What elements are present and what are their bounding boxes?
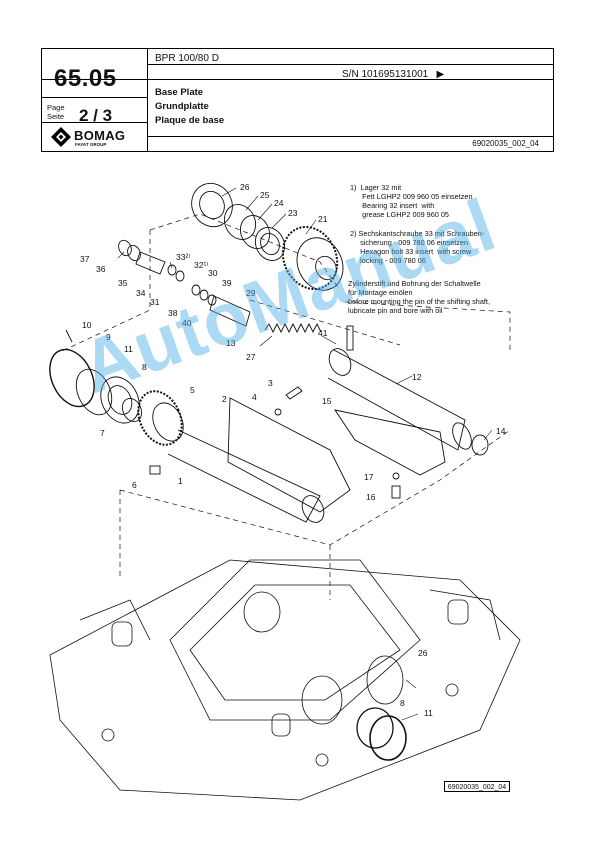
callout-29: 29 (246, 288, 256, 298)
leader-lines (117, 187, 493, 721)
bomag-logo: BOMAG FAYAT GROUP (50, 126, 140, 148)
callout-13: 13 (226, 338, 236, 348)
callout-8-lower: 8 (400, 698, 405, 708)
header-rule (147, 136, 553, 137)
callout-17: 17 (364, 472, 374, 482)
note-2-en: Hexagon bolt 33 insert with screw lockin… (360, 247, 472, 265)
plate-2 (227, 397, 351, 513)
washer-4 (274, 408, 282, 416)
base-plate-housing (49, 559, 521, 801)
callout-3: 3 (268, 378, 273, 388)
callout-30: 30 (208, 268, 218, 278)
callout-38: 38 (168, 308, 178, 318)
pin-41 (346, 325, 354, 351)
title-en: Base Plate (155, 87, 204, 98)
washer-17 (392, 472, 400, 480)
header-divider (147, 49, 148, 151)
callout-32: 32¹⁾ (194, 260, 208, 270)
callout-4: 4 (252, 392, 257, 402)
shift-shaft-12 (327, 348, 489, 456)
page-number: 2 / 3 (79, 106, 113, 125)
callout-10: 10 (82, 320, 92, 330)
callout-34: 34 (136, 288, 146, 298)
callout-33: 33²⁾ (176, 252, 190, 262)
group-number: 65.05 (54, 65, 117, 92)
callout-24: 24 (274, 198, 284, 208)
callout-31: 31 (150, 297, 160, 307)
key-6 (149, 465, 161, 475)
callout-37: 37 (80, 254, 90, 264)
assembly-dashed-outline (59, 213, 511, 600)
header-rule (42, 79, 553, 80)
callout-26-lower: 26 (418, 648, 428, 658)
bearing-group-left (49, 348, 143, 424)
page-label-en: Page (47, 103, 65, 112)
callout-21: 21 (318, 214, 328, 224)
callout-11: 11 (124, 344, 133, 354)
callout-8: 8 (142, 362, 147, 372)
logo-subtext: FAYAT GROUP (75, 142, 107, 147)
callout-16: 16 (366, 492, 376, 502)
callout-labels: 26 25 24 23 21 37 36 35 33²⁾ 32¹⁾ 34 30 … (80, 182, 506, 718)
header-rule (42, 122, 147, 123)
header-block: BPR 100/80 D S/N 101695131001 ▶ 65.05 Pa… (41, 48, 554, 152)
callout-6: 6 (132, 480, 137, 490)
serial-number: S/N 101695131001 ▶ (342, 69, 445, 80)
callout-35: 35 (118, 278, 128, 288)
callout-5: 5 (190, 385, 195, 395)
callout-36: 36 (96, 264, 106, 274)
callout-9: 9 (106, 332, 111, 342)
callout-2: 2 (222, 394, 227, 404)
gear-5 (137, 390, 184, 446)
callout-15: 15 (322, 396, 332, 406)
figure-ref: 69020035_002_04 (444, 781, 510, 792)
spring-27 (264, 322, 322, 334)
page-label-de: Seite (47, 112, 65, 121)
small-parts-chain (118, 239, 251, 327)
callout-41: 41 (318, 328, 328, 338)
bomag-logo-icon (51, 127, 71, 147)
callout-40: 40 (182, 318, 192, 328)
callout-12: 12 (412, 372, 422, 382)
callout-11-lower: 11 (424, 708, 433, 718)
title-de: Grundplatte (155, 101, 209, 112)
callout-14: 14 (496, 426, 506, 436)
callout-1: 1 (178, 476, 183, 486)
callout-27: 27 (246, 352, 256, 362)
gear-21 (281, 225, 344, 291)
note-1-de: 1) Lager 32 mit Fett LGHP2 009 960 05 ei… (350, 183, 473, 201)
bearing-group-top (191, 182, 286, 261)
header-rule (42, 97, 147, 98)
callout-7: 7 (100, 428, 105, 438)
shift-fork-15 (334, 409, 446, 476)
note-3-de: Zylinderstift und Bohrung der Schaltwell… (348, 279, 481, 297)
note-2-de: 2) Sechskantschraube 33 mit Schrauben- s… (350, 229, 485, 247)
note-3-en: before mounting the pin of the shifting … (348, 297, 490, 315)
callout-23: 23 (288, 208, 298, 218)
bolt-10 (65, 329, 73, 343)
bolt-3 (285, 386, 303, 400)
callout-25: 25 (260, 190, 270, 200)
callout-26: 26 (240, 182, 250, 192)
callout-39: 39 (222, 278, 232, 288)
bolt-16 (391, 485, 401, 499)
model-name: BPR 100/80 D (155, 53, 219, 64)
shaft-1 (167, 429, 325, 523)
title-fr: Plaque de base (155, 115, 225, 126)
arrow-right-icon: ▶ (436, 69, 445, 80)
logo-text: BOMAG (74, 128, 126, 143)
note-1-en: Bearing 32 insert with grease LGHP2 009 … (362, 201, 449, 219)
header-rule (147, 64, 553, 65)
doc-number: 69020035_002_04 (472, 139, 539, 148)
